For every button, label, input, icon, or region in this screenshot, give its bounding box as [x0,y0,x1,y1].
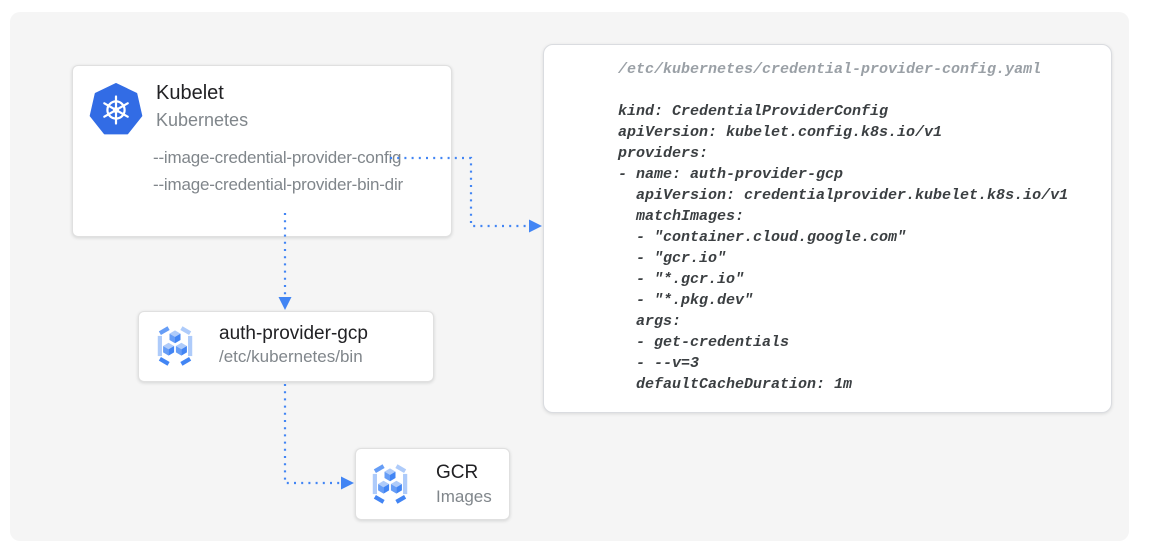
config-file-path: /etc/kubernetes/credential-provider-conf… [618,61,1042,78]
auth-provider-title: auth-provider-gcp [219,323,368,344]
config-file-panel: /etc/kubernetes/credential-provider-conf… [543,44,1112,413]
kubelet-node: Kubelet Kubernetes --image-credential-pr… [72,65,452,237]
kubernetes-icon [89,83,143,135]
gcr-cubes-icon [153,324,197,368]
gcr-cubes-icon [368,462,412,506]
gcr-title: GCR [436,462,479,483]
auth-provider-path: /etc/kubernetes/bin [219,347,363,366]
kubelet-flags: --image-credential-provider-config --ima… [153,144,403,198]
gcr-subtitle: Images [436,487,492,506]
gcr-node: GCR Images [355,448,510,520]
config-file-code: kind: CredentialProviderConfig apiVersio… [618,103,1069,393]
kubelet-flag-bin-dir: --image-credential-provider-bin-dir [153,175,403,194]
kubelet-title: Kubelet [156,82,224,104]
kubelet-subtitle: Kubernetes [156,110,249,130]
auth-provider-gcp-node: auth-provider-gcp /etc/kubernetes/bin [138,311,434,382]
kubelet-flag-config: --image-credential-provider-config [153,148,402,167]
